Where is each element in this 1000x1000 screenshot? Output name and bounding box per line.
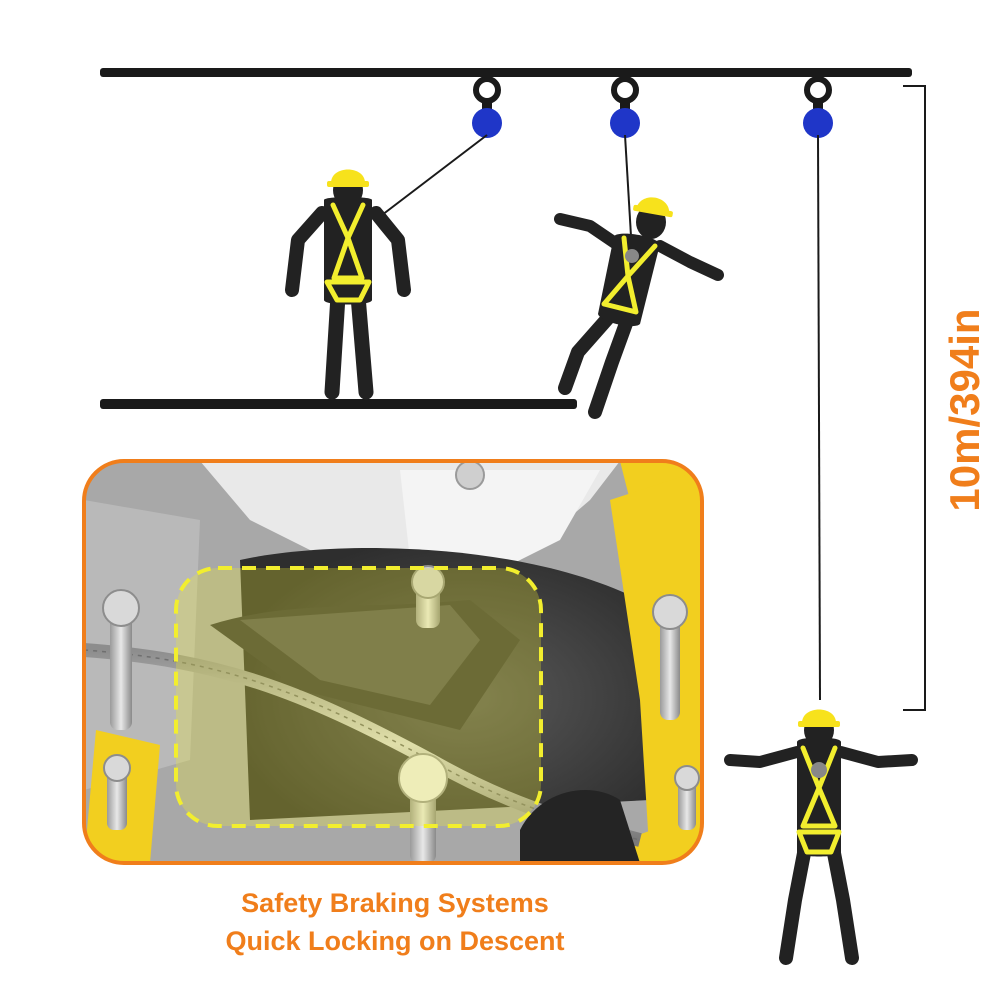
lifeline-cable (624, 134, 633, 254)
overhead-beam (100, 68, 912, 77)
harnessed-worker-icon (724, 709, 918, 965)
height-dimension-bracket (903, 85, 926, 711)
platform-floor (100, 399, 577, 409)
height-measurement-label: 10m/394in (941, 308, 988, 512)
feature-caption: Safety Braking Systems Quick Locking on … (95, 884, 695, 960)
harnessed-worker-icon (285, 169, 411, 400)
harnessed-worker-icon (554, 197, 724, 419)
caption-line-2: Quick Locking on Descent (225, 926, 565, 956)
anchor-ring-icon (610, 76, 640, 138)
caption-line-1: Safety Braking Systems (241, 888, 549, 918)
brake-highlight-box (174, 566, 543, 828)
anchor-ring-icon (472, 76, 502, 138)
lifeline-cable (381, 134, 488, 216)
braking-mechanism-closeup (82, 459, 704, 865)
lifeline-cable (817, 134, 821, 701)
anchor-ring-icon (803, 76, 833, 138)
